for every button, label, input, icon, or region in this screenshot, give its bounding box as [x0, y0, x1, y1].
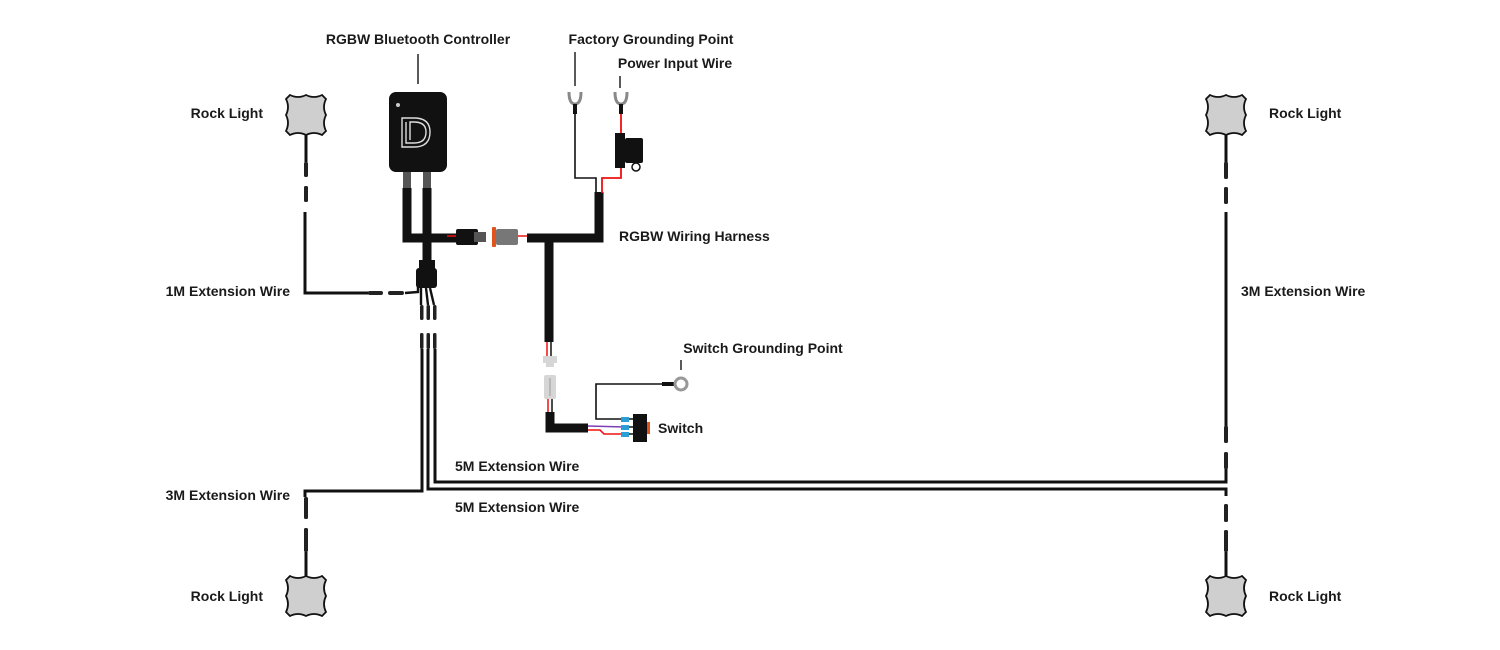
- ext-1m-wire: [303, 212, 370, 295]
- rock-light-bottom-right: [1205, 575, 1247, 617]
- ext-3m-right-plug: [1224, 426, 1228, 443]
- rock-light-tr-plug: [1224, 162, 1228, 179]
- ext-3m-right-plug-b: [1224, 452, 1228, 469]
- switch-ground-wire: [595, 383, 664, 420]
- ext-1m-label: 1M Extension Wire: [166, 283, 291, 299]
- splitter-hub: [404, 260, 437, 306]
- rock-light-tl-label: Rock Light: [191, 105, 264, 121]
- power-input-label: Power Input Wire: [618, 55, 732, 71]
- brand-logo-icon: [401, 117, 431, 148]
- switch-connector: [543, 342, 557, 412]
- power-wire-lower: [601, 168, 622, 193]
- rock-light-top-left: [285, 94, 327, 136]
- ext-5m-lower-label: 5M Extension Wire: [455, 499, 580, 515]
- rock-light-br-plug: [1224, 504, 1228, 522]
- ext-3m-left-label: 3M Extension Wire: [166, 487, 291, 503]
- switch-cable: [545, 412, 588, 433]
- rock-light-bl-label: Rock Light: [191, 588, 264, 604]
- ext-3m-right-label: 3M Extension Wire: [1241, 283, 1366, 299]
- controller-label: RGBW Bluetooth Controller: [326, 31, 511, 47]
- rock-light-br-plug-b: [1224, 530, 1228, 552]
- harness-label: RGBW Wiring Harness: [619, 228, 770, 244]
- ext-1m-plug-b: [388, 291, 404, 295]
- rocker-switch-icon[interactable]: [633, 414, 650, 442]
- ext-5m-lower-wire: [426, 349, 1228, 496]
- factory-ground-label: Factory Grounding Point: [569, 31, 734, 47]
- fuse-holder-icon: [615, 133, 643, 172]
- ground-wire: [574, 112, 597, 193]
- rock-light-tr-label: Rock Light: [1269, 105, 1342, 121]
- rock-light-bl-plug-b: [304, 528, 308, 552]
- switch-ground-label: Switch Grounding Point: [683, 340, 843, 356]
- ext-5m-upper-label: 5M Extension Wire: [455, 458, 580, 474]
- hub-plugs: [420, 305, 437, 349]
- switch-ground-ring-icon: [662, 376, 689, 392]
- controller-cable-left: [402, 188, 458, 243]
- ext-1m-plug: [368, 291, 383, 295]
- power-input-terminal-icon: [613, 91, 629, 114]
- status-led-icon: [396, 103, 400, 107]
- rock-light-br-label: Rock Light: [1269, 588, 1342, 604]
- switch-wire-red: [588, 429, 625, 435]
- harness-main-cable: [527, 192, 604, 243]
- switch-label: Switch: [658, 420, 703, 436]
- rock-light-tl-plug-b: [304, 186, 308, 202]
- switch-wire-purple: [587, 425, 626, 428]
- bluetooth-controller: [389, 92, 447, 188]
- rock-light-bl-plug: [304, 497, 308, 519]
- rock-light-tr-plug-b: [1224, 187, 1228, 204]
- rock-light-tl-plug: [304, 162, 308, 177]
- ext-3m-left-wire: [303, 349, 424, 497]
- factory-ground-terminal-icon: [567, 91, 583, 114]
- rock-light-top-right: [1205, 94, 1247, 136]
- switch-terminals: [621, 417, 634, 437]
- harness-connector: [447, 227, 528, 247]
- rock-light-bottom-left: [285, 575, 327, 617]
